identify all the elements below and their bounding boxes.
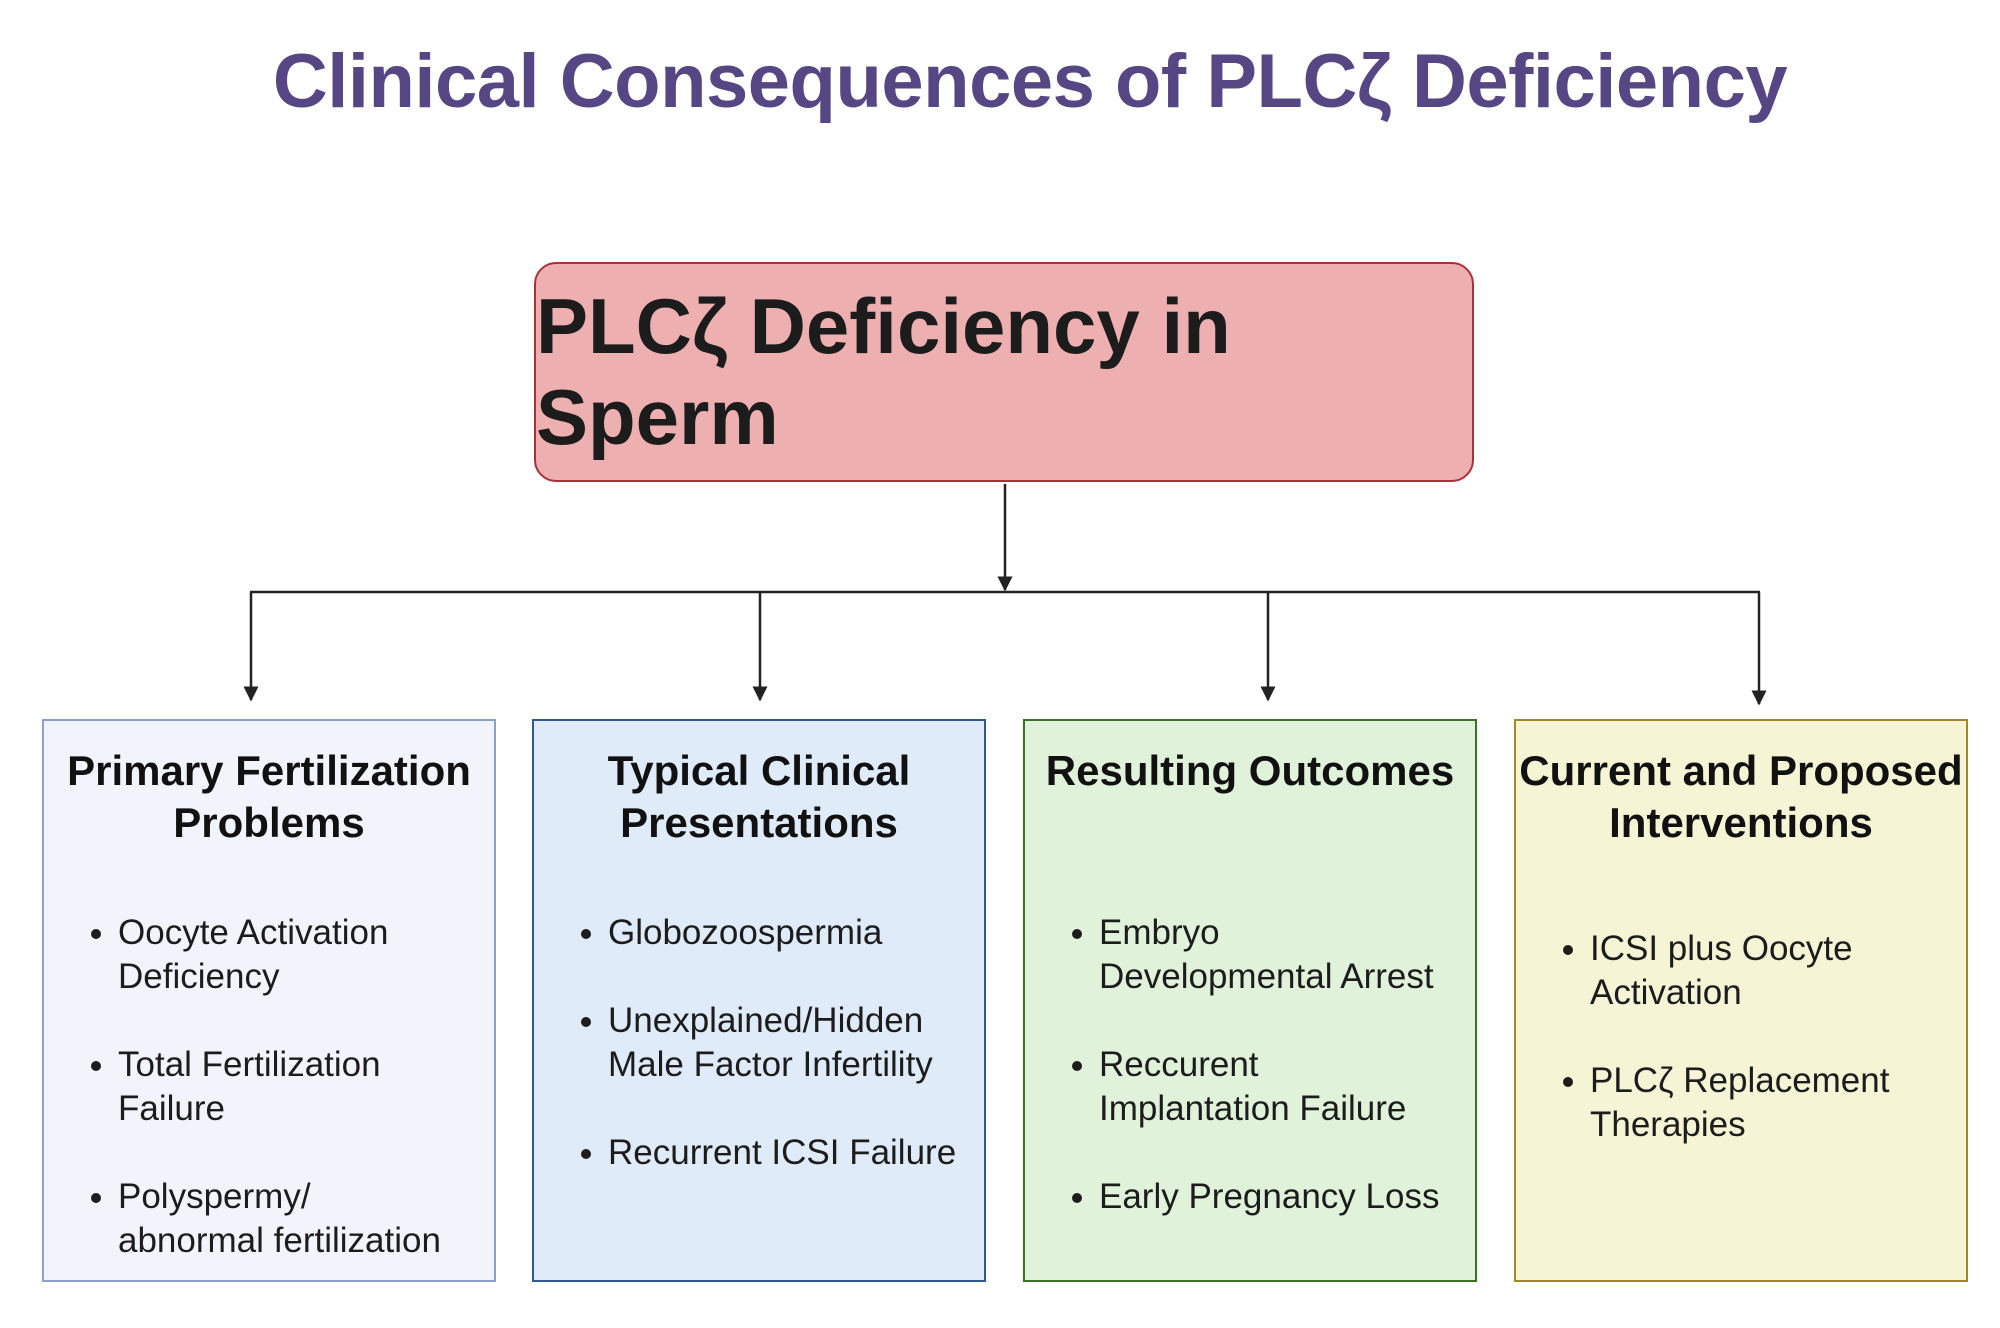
category-box-primary-fertilization-problems: Primary Fertilization Problems Oocyte Ac… [42,719,496,1282]
root-node-label: PLCζ Deficiency in Sperm [536,282,1231,461]
list-item: Polyspermy/abnormal fertilization [118,1175,484,1263]
root-node-box: PLCζ Deficiency in Sperm [534,262,1474,482]
category-title: Primary Fertilization Problems [67,747,471,846]
category-title: Typical Clinical Presentations [607,747,911,846]
category-title: Current and Proposed Interventions [1519,747,1963,846]
diagram-title: Clinical Consequences of PLCζ Deficiency [272,39,1788,124]
category-box-current-and-proposed-interventions: Current and Proposed Interventions ICSI … [1514,719,1968,1282]
category-box-typical-clinical-presentations: Typical Clinical Presentations Globozoos… [532,719,986,1282]
list-item: Recurrent ICSI Failure [608,1131,974,1175]
list-item: Globozoospermia [608,911,974,955]
list-item: Early Pregnancy Loss [1099,1175,1465,1219]
category-title: Resulting Outcomes [1045,747,1455,794]
